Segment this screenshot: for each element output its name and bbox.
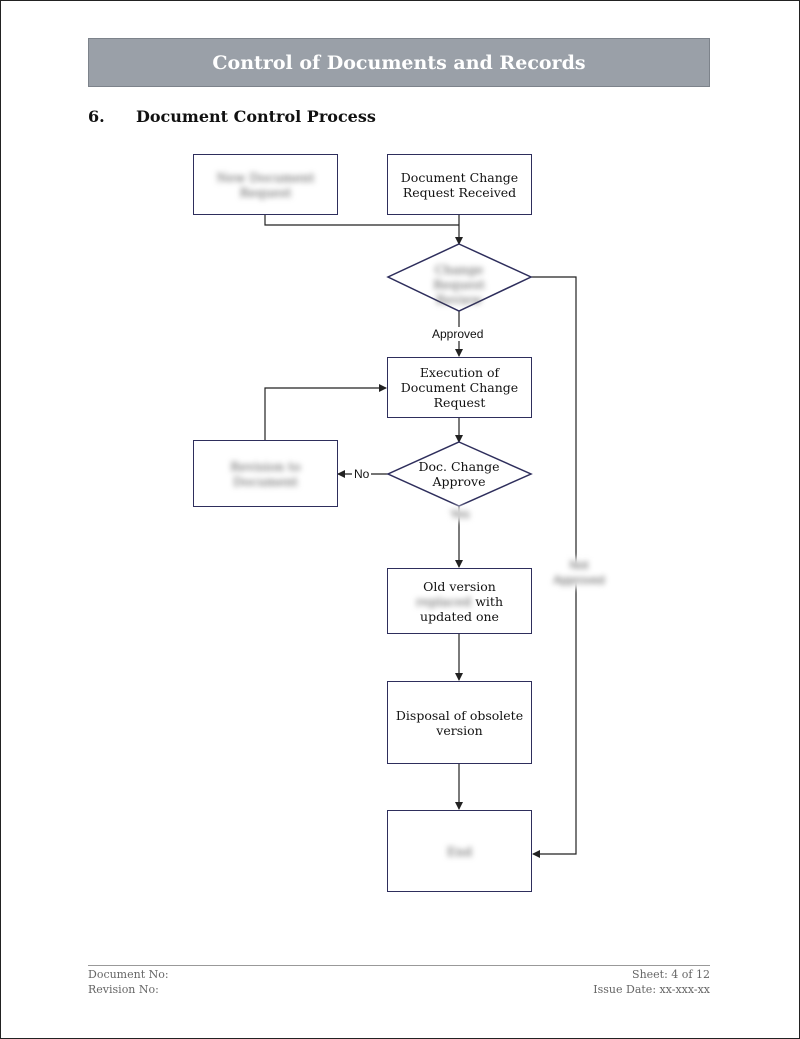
section-title: Document Control Process [136, 107, 376, 126]
new-document-request-label: New Document Request [216, 169, 315, 200]
yes-label: Yes [448, 507, 472, 521]
end-label: End [446, 843, 473, 859]
old-version-line2: replaced with [416, 594, 503, 609]
section-number: 6. [88, 107, 105, 126]
disposal-box: Disposal of obsolete version [387, 681, 532, 764]
change-request-received-label: Document Change Request Received [400, 169, 519, 200]
revision-number: Revision No: [88, 983, 159, 996]
revision-box: Revision to Document [193, 440, 338, 507]
review-decision-label: Change Request Review [433, 262, 485, 307]
revision-label: Revision to Document [230, 458, 301, 489]
approve-decision-label: Doc. Change Approve [418, 459, 500, 489]
approved-label: Approved [430, 327, 486, 341]
old-version-line3: updated one [420, 608, 499, 624]
connector-revision-to-execution [264, 384, 387, 440]
section-heading: 6. Document Control Process [88, 107, 376, 126]
review-decision-diamond [386, 243, 533, 312]
new-document-request-box: New Document Request [193, 154, 338, 215]
execution-box: Execution of Document Change Request [387, 357, 532, 418]
approve-decision-diamond [386, 441, 533, 507]
connector-new-to-review [264, 215, 459, 226]
old-version-hidden-word: replaced [416, 593, 472, 609]
old-version-box: Old version replaced with updated one [387, 568, 532, 634]
old-version-visible-word: with [475, 593, 503, 609]
sheet-number: Sheet: 4 of 12 [632, 968, 710, 981]
document-title: Control of Documents and Records [212, 51, 586, 74]
not-approved-label: Not Approved [551, 558, 607, 588]
end-box: End [387, 810, 532, 892]
change-request-received-box: Document Change Request Received [387, 154, 532, 215]
document-title-bar: Control of Documents and Records [88, 38, 710, 87]
execution-label: Execution of Document Change Request [400, 365, 519, 410]
footer-rule [88, 965, 710, 966]
no-label: No [352, 467, 372, 481]
issue-date: Issue Date: xx-xxx-xx [593, 983, 710, 996]
disposal-label: Disposal of obsolete version [395, 707, 524, 738]
old-version-line1: Old version [423, 578, 496, 594]
document-number: Document No: [88, 968, 169, 981]
